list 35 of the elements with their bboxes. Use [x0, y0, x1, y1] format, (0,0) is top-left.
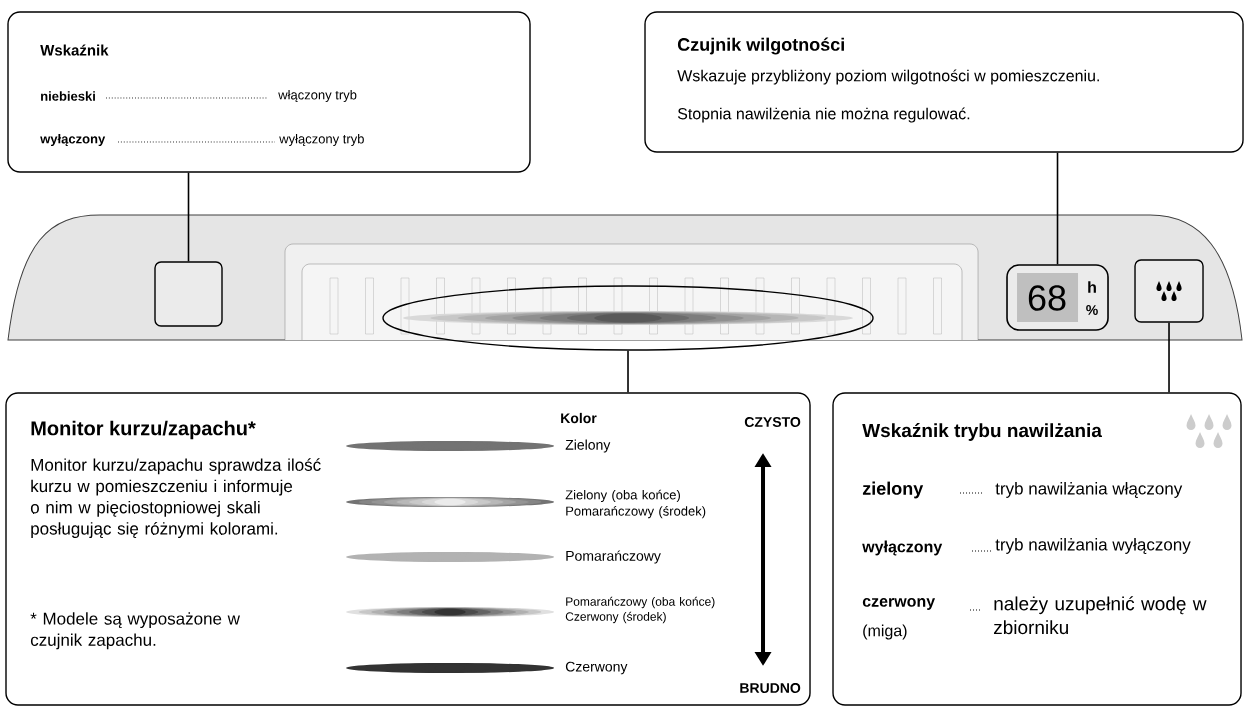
color-label: Zielony	[565, 439, 611, 453]
status-text: włączony tryb	[278, 89, 357, 103]
status-name: niebieski	[41, 91, 95, 101]
status-name: wyłączony	[40, 133, 106, 147]
display-digits: 68	[1028, 285, 1066, 311]
description: Wskazuje przybliżony poziom wilgotności w pomieszczeniu.	[677, 69, 1099, 85]
color-label: Pomarańczowy (oba końce) Czerwony (środek)	[565, 596, 715, 624]
color-label: Czerwony	[565, 661, 628, 675]
unit-label: h	[1088, 281, 1096, 293]
unit-label: %	[1086, 305, 1098, 315]
leader-line	[1168, 321, 1170, 394]
status-text: tryb nawilżania włączony	[995, 482, 1183, 498]
description: Monitor kurzu/zapachu sprawdza ilość kurzu w pomieszczeniu i informuje o nim w pięciostopniowej skali posługując się różnymi kolorami.	[30, 458, 321, 538]
scale-label: CZYSTO	[744, 417, 801, 427]
status-text: należy uzupełnić wodę w zbiorniku	[994, 596, 1207, 635]
leader-line	[627, 349, 629, 394]
status-note: (miga)	[863, 624, 907, 640]
description: Stopnia nawilżenia nie można regulować.	[677, 107, 970, 123]
status-name: czerwony	[862, 598, 936, 610]
status-name: wyłączony	[862, 540, 943, 556]
leader-line	[187, 171, 190, 263]
callout-heading: Monitor kurzu/zapachu*	[31, 420, 256, 440]
scale-label: BRUDNO	[740, 683, 801, 693]
leader-line	[1056, 151, 1059, 265]
status-text: tryb nawilżania wyłączony	[995, 538, 1191, 554]
callout-heading: Wskaźnik	[40, 44, 109, 56]
color-label: Zielony (oba końce) Pomarańczowy (środek)	[565, 489, 706, 519]
callout-heading: Czujnik wilgotności	[677, 37, 844, 55]
color-label: Pomarańczowy	[566, 550, 661, 564]
status-name: zielony	[862, 481, 924, 499]
footnote: * Modele są wyposażone w czujnik zapachu.	[30, 612, 240, 650]
column-heading: Kolor	[561, 412, 597, 424]
indicator-button	[154, 261, 223, 327]
callout-heading: Wskaźnik trybu nawilżania	[862, 423, 1102, 441]
status-text: wyłączony tryb	[279, 133, 364, 147]
